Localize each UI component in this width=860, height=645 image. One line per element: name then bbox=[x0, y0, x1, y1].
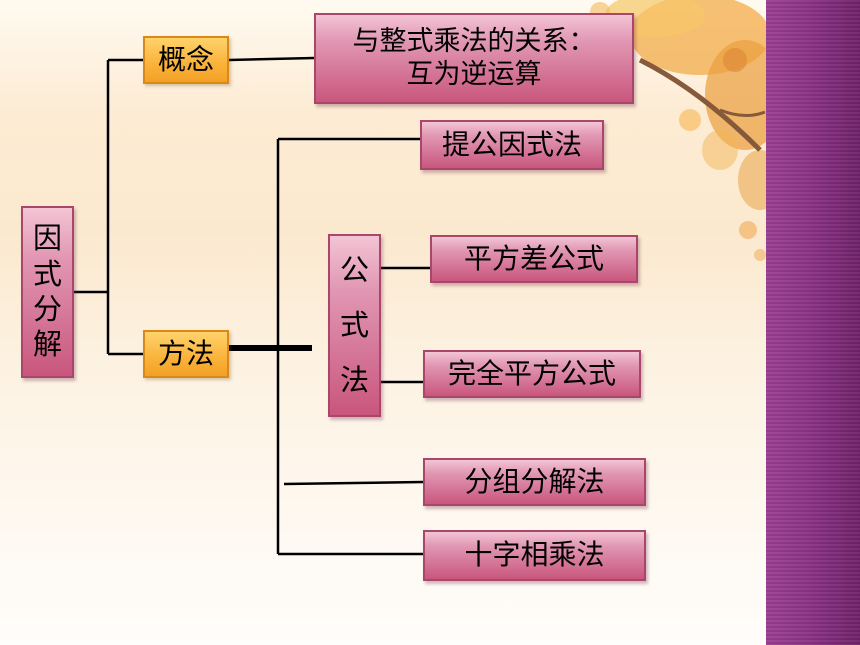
concept-node: 概念 bbox=[143, 36, 229, 84]
method-item-node: 分组分解法 bbox=[423, 458, 646, 506]
method-item-label: 分组分解法 bbox=[464, 464, 605, 498]
root-char: 因 bbox=[32, 221, 62, 256]
concept-detail-node: 与整式乘法的关系： 互为逆运算 bbox=[314, 13, 634, 104]
method-item-label: 提公因式法 bbox=[441, 127, 582, 161]
formula-subitem-node: 完全平方公式 bbox=[423, 350, 641, 398]
formula-subitem-label: 完全平方公式 bbox=[447, 356, 616, 390]
root-char: 解 bbox=[32, 327, 62, 362]
concept-detail-line: 与整式乘法的关系： bbox=[352, 26, 596, 58]
root-char: 分 bbox=[32, 292, 62, 326]
method-item-label: 十字相乘法 bbox=[464, 538, 605, 572]
method-node: 方法 bbox=[143, 330, 229, 378]
decorative-sidebar bbox=[766, 0, 860, 645]
formula-method-char: 公 bbox=[339, 252, 369, 287]
formula-method-node: 公 式 法 bbox=[328, 234, 381, 417]
method-item-node: 提公因式法 bbox=[420, 120, 604, 170]
concept-detail-line: 互为逆运算 bbox=[406, 58, 542, 90]
formula-method-char: 式 bbox=[339, 307, 369, 342]
method-label: 方法 bbox=[157, 336, 214, 370]
concept-label: 概念 bbox=[157, 42, 214, 76]
formula-subitem-node: 平方差公式 bbox=[430, 235, 638, 283]
formula-subitem-label: 平方差公式 bbox=[463, 241, 604, 275]
formula-method-char: 法 bbox=[339, 363, 369, 398]
root-node: 因 式 分 解 bbox=[21, 206, 74, 378]
root-char: 式 bbox=[32, 256, 62, 291]
method-item-node: 十字相乘法 bbox=[423, 530, 646, 581]
